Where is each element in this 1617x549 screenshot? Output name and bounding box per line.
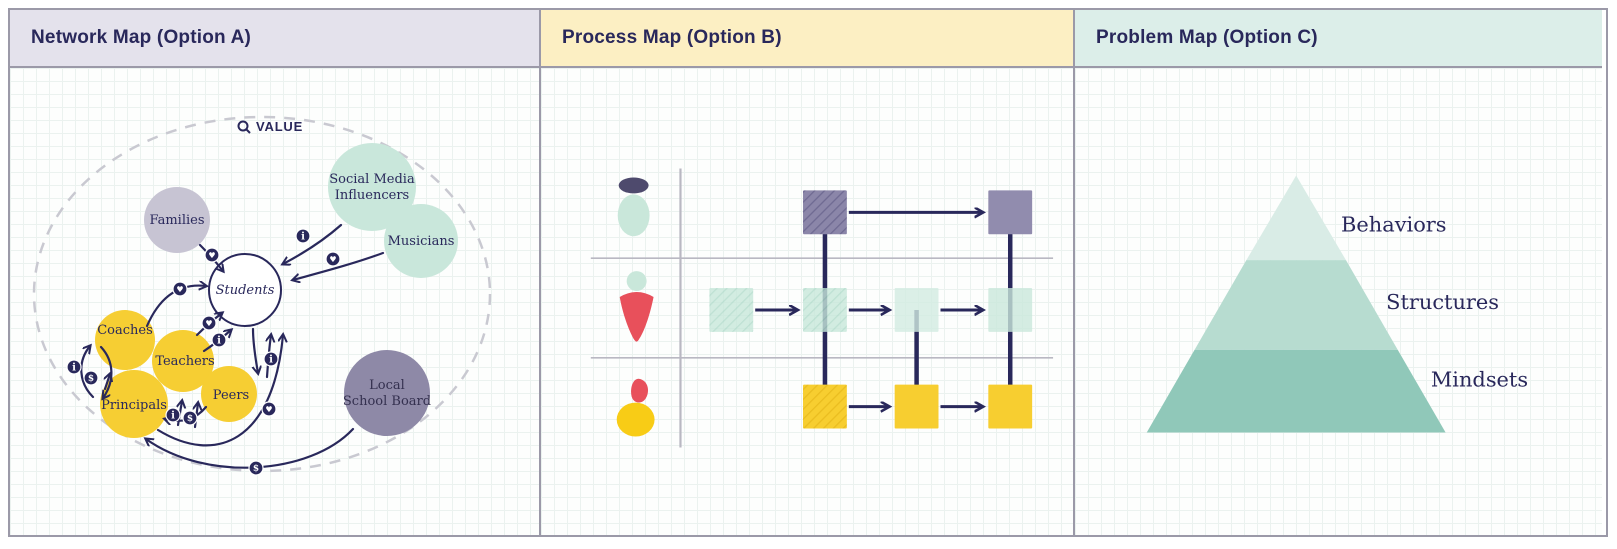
options-board: Network Map (Option A) VALUE xyxy=(8,8,1608,537)
flow-arrows xyxy=(755,212,982,406)
process-map-canvas[interactable] xyxy=(541,68,1073,535)
svg-text:♥: ♥ xyxy=(205,318,212,328)
process-step-r2c4 xyxy=(988,288,1033,332)
dollar-badge-icon: $ xyxy=(83,370,99,386)
arrow-coaches-to-students xyxy=(145,286,206,328)
svg-text:$: $ xyxy=(253,464,259,474)
heart-badge-icon: ♥ xyxy=(172,281,188,297)
coaches-label: Coaches xyxy=(97,323,153,338)
info-badge-icon: i xyxy=(211,332,227,348)
problem-map-drawing: Behaviors Structures Mindsets xyxy=(1146,175,1528,433)
label-mindsets: Mindsets xyxy=(1431,368,1528,392)
pyramid-layer-behaviors xyxy=(1246,175,1346,261)
panel-header-network: Network Map (Option A) xyxy=(10,10,539,68)
heart-badge-icon: ♥ xyxy=(204,247,220,263)
heart-badge-icon: ♥ xyxy=(325,251,341,267)
svg-text:♥: ♥ xyxy=(265,404,272,414)
node-musicians: Musicians xyxy=(384,204,458,278)
svg-text:i: i xyxy=(269,354,273,365)
panel-title-network: Network Map (Option A) xyxy=(31,27,252,48)
svg-text:i: i xyxy=(171,410,175,421)
svg-text:Local: Local xyxy=(369,378,405,393)
arrow-musicians-to-students xyxy=(293,251,385,280)
label-structures: Structures xyxy=(1386,290,1499,314)
panel-title-problem: Problem Map (Option C) xyxy=(1096,27,1318,48)
svg-text:i: i xyxy=(217,335,221,346)
process-step-r1c2 xyxy=(803,190,847,235)
node-teachers xyxy=(152,330,214,392)
svg-text:♥: ♥ xyxy=(176,284,183,294)
actor-icon-lane1 xyxy=(617,177,650,237)
teachers-label: Teachers xyxy=(155,354,214,369)
node-local-school-board: Local School Board xyxy=(343,350,431,436)
panel-header-problem: Problem Map (Option C) xyxy=(1075,10,1602,68)
network-map-drawing: VALUE Social Media Influencers Musicians… xyxy=(32,115,492,476)
arrow-school-board-to-principals xyxy=(146,427,355,469)
svg-text:i: i xyxy=(72,362,76,373)
dollar-badge-icon: $ xyxy=(182,410,198,426)
panel-network-map[interactable]: Network Map (Option A) VALUE xyxy=(10,10,539,535)
svg-text:♥: ♥ xyxy=(208,250,215,260)
node-students: Students xyxy=(208,253,282,327)
arrow-students-to-peers xyxy=(253,327,258,373)
swimlane-dividers xyxy=(590,168,1054,448)
panel-process-map[interactable]: Process Map (Option B) xyxy=(539,10,1073,535)
svg-text:$: $ xyxy=(187,414,193,424)
arrow-influencers-to-students xyxy=(283,223,343,264)
node-social-media-influencers: Social Media Influencers xyxy=(328,143,416,231)
heart-badge-icon: ♥ xyxy=(261,401,277,417)
arrow-principals-loop-to-students xyxy=(156,335,283,447)
svg-text:$: $ xyxy=(88,374,94,384)
node-families: Families xyxy=(144,187,210,253)
info-badge-icon: i xyxy=(263,351,279,367)
magnifier-icon xyxy=(237,120,251,134)
info-badge-icon: i xyxy=(295,228,311,244)
panel-title-process: Process Map (Option B) xyxy=(562,27,782,48)
svg-text:Influencers: Influencers xyxy=(335,188,409,203)
value-label: VALUE xyxy=(237,119,303,134)
process-step-r1c4 xyxy=(988,190,1033,235)
svg-text:School Board: School Board xyxy=(343,394,431,409)
boundary-ellipse xyxy=(32,115,492,473)
problem-map-canvas[interactable]: Behaviors Structures Mindsets xyxy=(1075,68,1602,535)
principals-label: Principals xyxy=(101,398,167,413)
arrow-small-up-left xyxy=(105,374,110,391)
process-map-drawing xyxy=(590,168,1054,448)
process-step-r3c3 xyxy=(894,384,939,429)
pyramid xyxy=(1146,175,1446,433)
info-badge-icon: i xyxy=(66,359,82,375)
svg-text:Students: Students xyxy=(216,283,275,298)
process-step-r2c1 xyxy=(709,288,754,332)
node-peers xyxy=(201,366,257,422)
dollar-badge-icon: $ xyxy=(248,460,264,476)
info-badge-icon: i xyxy=(165,407,181,423)
arrow-principals-to-coaches xyxy=(80,346,95,399)
panel-header-process: Process Map (Option B) xyxy=(541,10,1073,68)
peers-label: Peers xyxy=(213,388,249,403)
process-step-r3c4 xyxy=(988,384,1033,429)
pyramid-layer-mindsets xyxy=(1146,349,1446,433)
value-text: VALUE xyxy=(256,119,303,134)
network-map-canvas[interactable]: VALUE Social Media Influencers Musicians… xyxy=(10,68,539,535)
process-step-r3c2 xyxy=(803,384,847,429)
svg-text:Families: Families xyxy=(149,213,204,228)
process-steps xyxy=(709,190,1033,429)
svg-text:i: i xyxy=(301,231,305,242)
label-behaviors: Behaviors xyxy=(1341,212,1446,236)
panel-problem-map[interactable]: Problem Map (Option C) Behaviors Structu… xyxy=(1073,10,1602,535)
svg-text:♥: ♥ xyxy=(329,254,336,264)
svg-text:Musicians: Musicians xyxy=(388,234,455,249)
node-coaches xyxy=(95,310,155,370)
process-step-r2c2 xyxy=(803,288,847,332)
actor-icon-lane2 xyxy=(619,271,654,342)
actor-icon-lane3 xyxy=(616,378,655,437)
heart-badge-icon: ♥ xyxy=(201,315,217,331)
svg-text:Social Media: Social Media xyxy=(329,172,415,187)
node-principals xyxy=(100,370,168,438)
process-step-r2c3 xyxy=(894,288,939,332)
pyramid-layer-structures xyxy=(1194,260,1398,350)
